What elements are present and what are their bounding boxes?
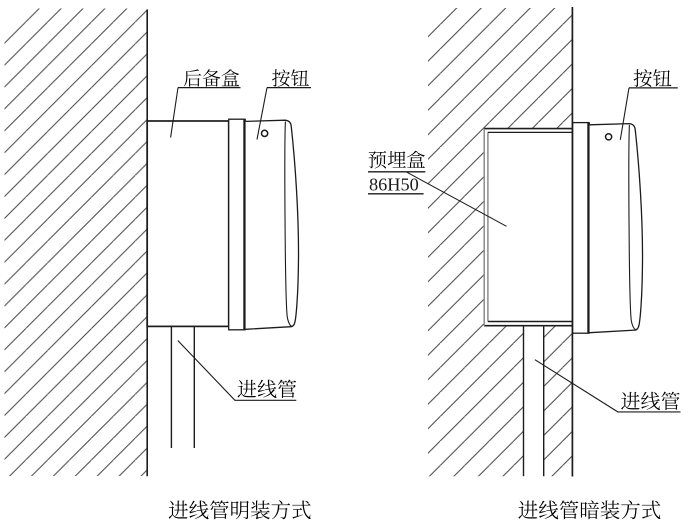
svg-text:86H50: 86H50 xyxy=(369,175,419,195)
